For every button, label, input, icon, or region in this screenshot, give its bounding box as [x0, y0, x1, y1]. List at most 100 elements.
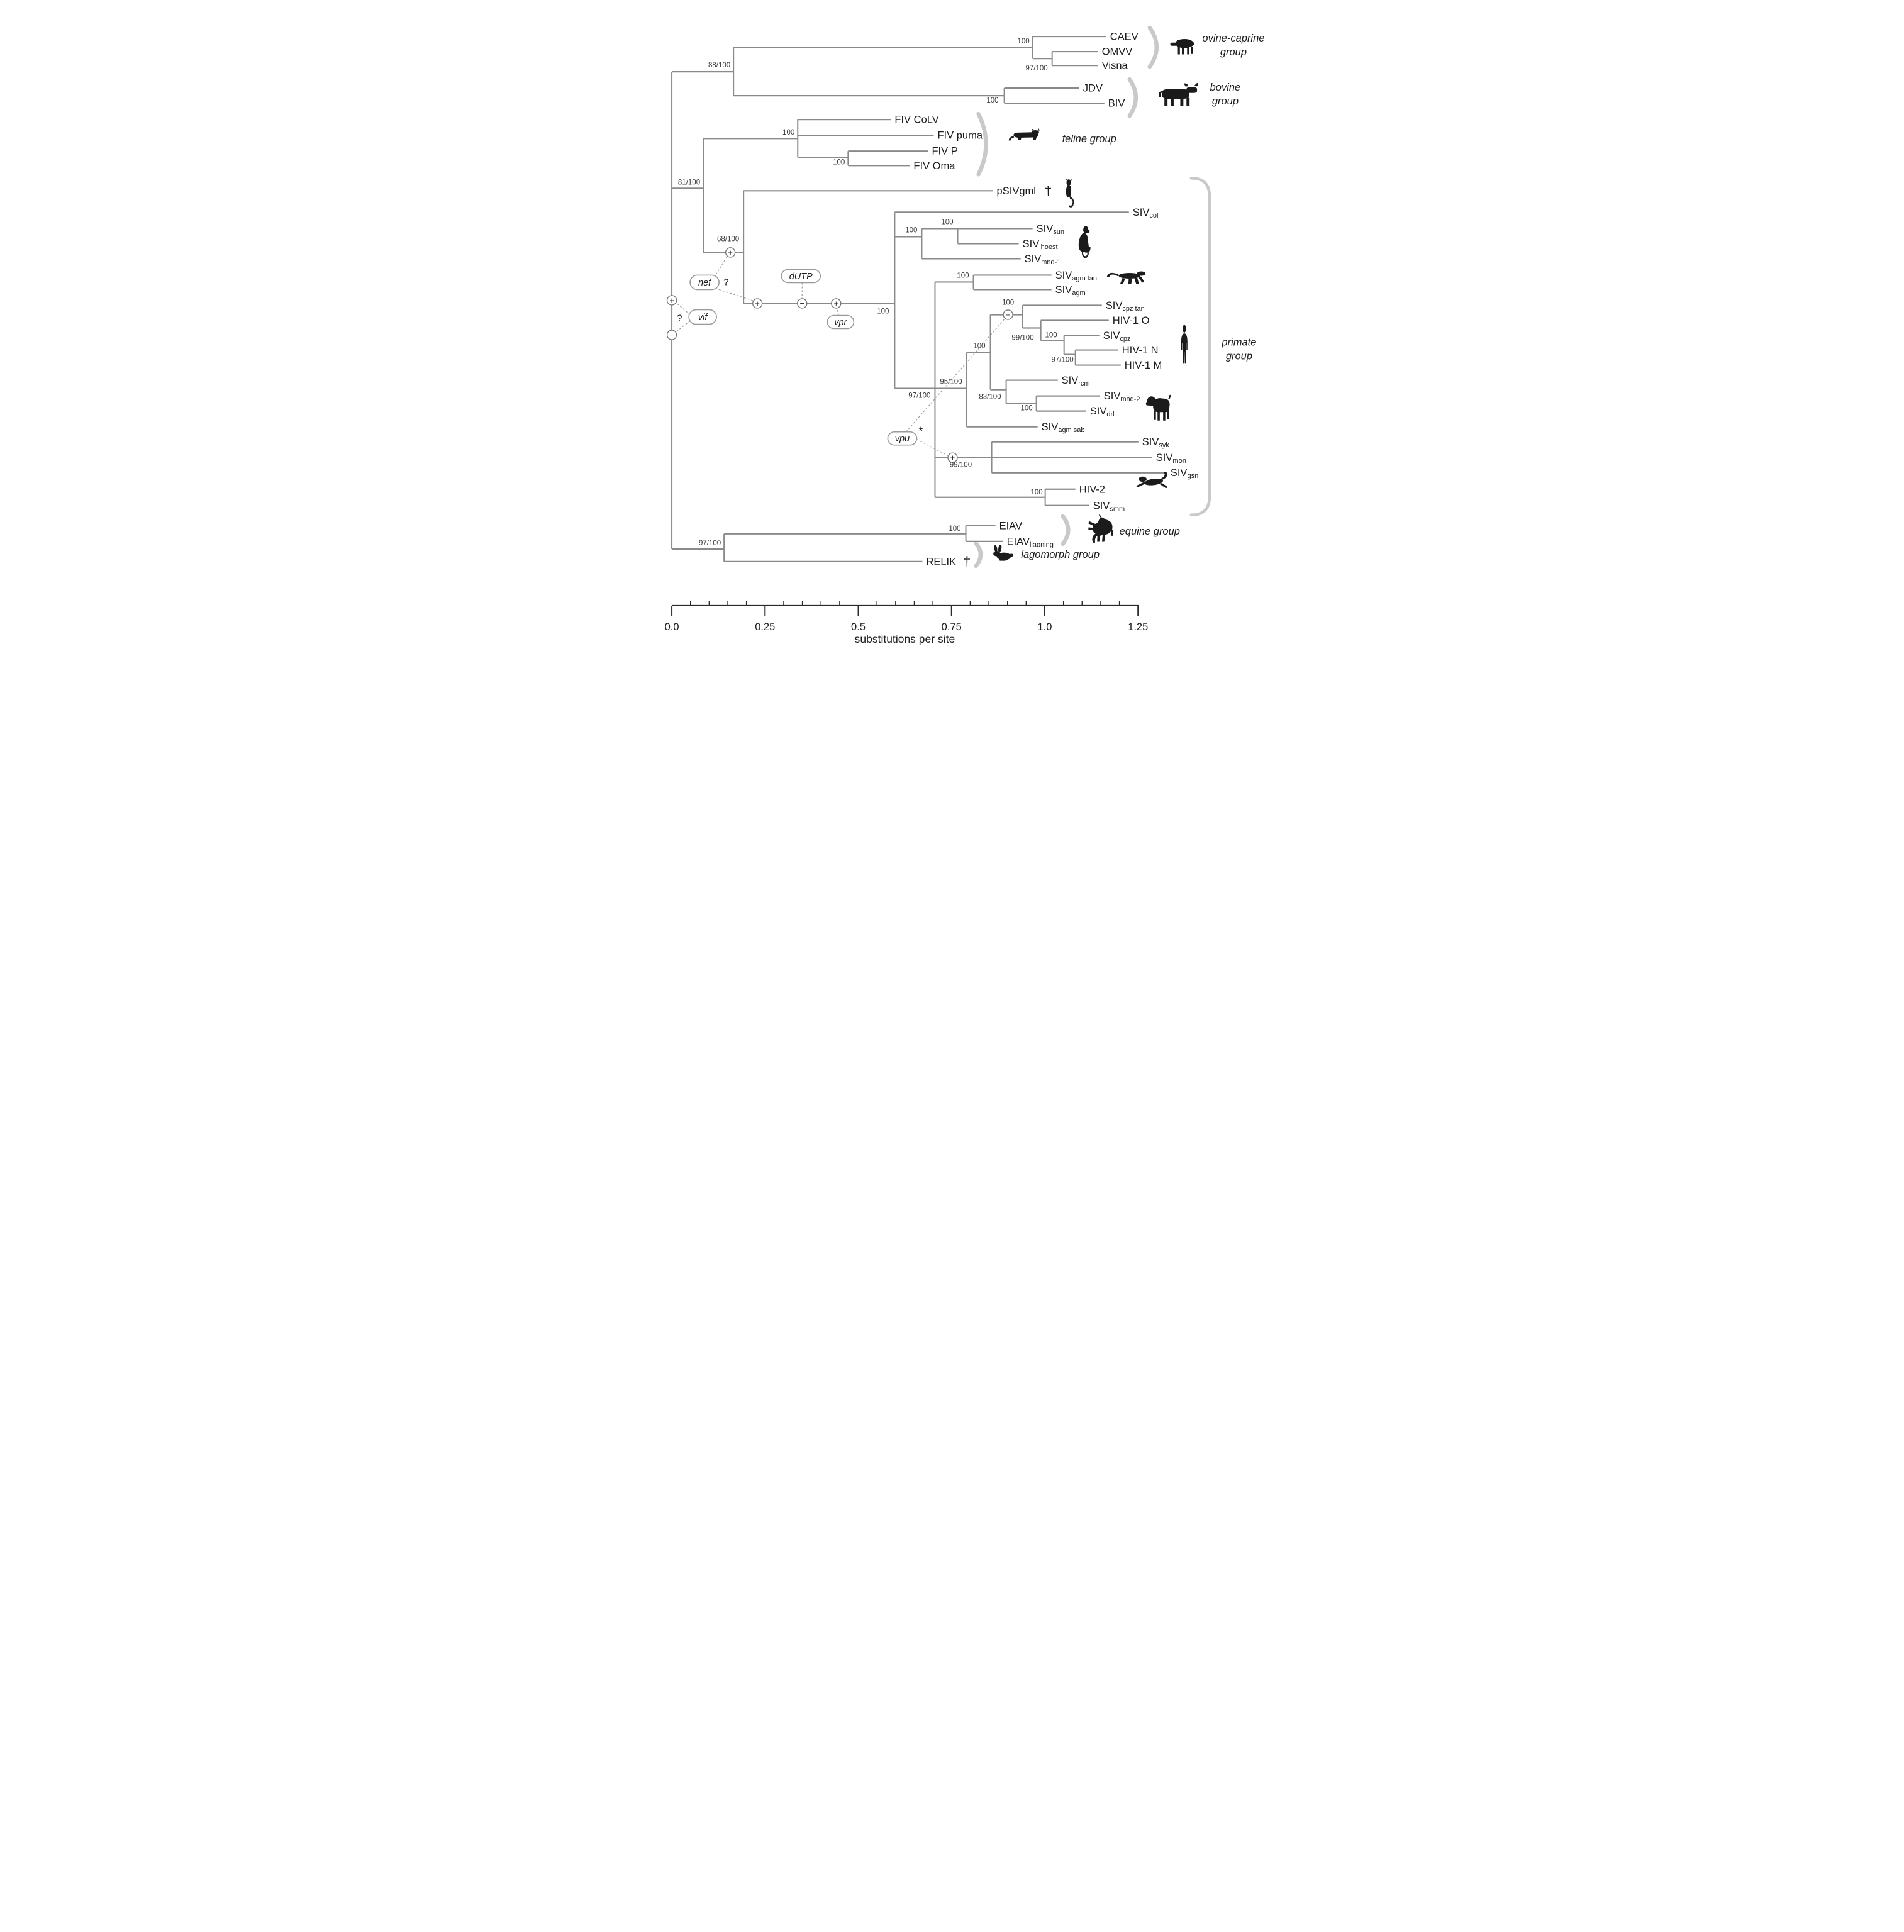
bootstrap-label-E2: 100	[949, 525, 960, 533]
taxon-label-sivrcm: SIVrcm	[1061, 375, 1089, 387]
bootstrap-label-P: 100	[973, 343, 985, 350]
vpu-asterisk: *	[918, 425, 923, 438]
group-bracket-bovine	[1127, 77, 1138, 118]
bootstrap-label-S: 99/100	[949, 462, 971, 469]
gene-node-sign: +	[1005, 310, 1010, 319]
taxon-label-relik: RELIK	[926, 556, 956, 567]
uncertainty-question-mark: ?	[677, 313, 682, 323]
bootstrap-label-L: 100	[905, 226, 917, 234]
gene-node-sign: −	[669, 330, 674, 340]
bootstrap-label-R2: 100	[1020, 405, 1032, 413]
gene-box-vpr	[827, 314, 854, 330]
axis-tick-label: 1.0	[1037, 621, 1052, 633]
gene-gain-node	[752, 298, 762, 309]
gene-box-nef	[689, 274, 720, 291]
group-bracket-feline	[976, 111, 988, 177]
taxon-label-sivgsn: SIVgsn	[1170, 467, 1198, 480]
group-bracket-equine	[1060, 514, 1070, 547]
taxon-label-caev: CAEV	[1110, 31, 1138, 43]
bootstrap-label-EL: 97/100	[698, 540, 720, 547]
gene-label-vpr: vpr	[834, 318, 847, 328]
cow-icon	[1158, 82, 1198, 106]
gene-event-connector	[676, 303, 690, 315]
bootstrap-label-H: 100	[833, 158, 845, 166]
taxon-label-eiav_liaoning: EIAVliaoning	[1006, 536, 1053, 548]
bootstrap-label-B: 100	[1017, 38, 1029, 45]
gene-node-sign: +	[669, 296, 674, 305]
gene-node-sign: +	[950, 453, 955, 462]
group-label-lagomorph: lagomorph group	[1021, 549, 1100, 560]
taxon-label-visna: Visna	[1101, 60, 1128, 72]
group-bracket-primate	[1189, 176, 1211, 517]
bootstrap-label-Q3: 100	[1045, 332, 1057, 340]
monkey-hanging-icon	[1135, 471, 1168, 489]
taxon-label-hiv1o: HIV-1 O	[1112, 315, 1149, 326]
taxon-label-fiv_oma: FIV Oma	[913, 160, 955, 172]
bootstrap-label-O: 95/100	[940, 379, 962, 386]
taxon-label-sivagmsab: SIVagm sab	[1041, 421, 1084, 434]
gene-node-sign: +	[833, 299, 838, 308]
taxon-label-sivsyk: SIVsyk	[1142, 436, 1169, 449]
lemur-icon	[1065, 179, 1074, 208]
gene-box-vpu	[887, 431, 917, 446]
gene-event-connector	[905, 318, 1006, 433]
taxon-label-sivsun: SIVsun	[1036, 223, 1064, 236]
bootstrap-label-J: 100	[877, 308, 889, 315]
axis-title: substitutions per site	[854, 633, 955, 645]
taxon-label-eiav: EIAV	[999, 520, 1022, 531]
group-bracket-ovine	[1147, 25, 1159, 69]
uncertainty-question-mark: ?	[723, 277, 728, 287]
gene-node-sign: −	[799, 299, 804, 308]
taxon-label-jdv: JDV	[1083, 83, 1102, 94]
axis-tick-label: 0.75	[941, 621, 961, 633]
taxon-label-biv: BIV	[1108, 98, 1125, 109]
bootstrap-label-Q1: 100	[1001, 299, 1013, 306]
gene-label-vif: vif	[698, 313, 708, 323]
axis-tick-label: 0.5	[851, 621, 866, 633]
tree-branches-layer	[671, 35, 1167, 562]
taxon-label-fiv_p: FIV P	[932, 146, 957, 157]
group-label-equine: equine group	[1119, 526, 1179, 537]
extinct-dagger: †	[963, 555, 971, 569]
taxon-label-omvv: OMVV	[1101, 47, 1132, 58]
horse-icon	[1088, 514, 1113, 543]
taxon-label-hiv1n: HIV-1 N	[1122, 345, 1158, 356]
monkey-sitting-icon	[1078, 226, 1091, 258]
bootstrap-label-K: 97/100	[908, 392, 930, 400]
taxon-label-psivgml: pSIVgml	[996, 186, 1035, 197]
bootstrap-label-G: 100	[782, 129, 794, 136]
gene-label-dutp: dUTP	[789, 272, 812, 282]
gene-gain-node	[1002, 309, 1013, 320]
taxon-label-sivcol: SIVcol	[1132, 207, 1158, 219]
gene-loss-node	[796, 298, 807, 309]
gene-box-dutp	[780, 269, 821, 284]
gene-loss-node	[666, 330, 677, 340]
gene-gain-node	[947, 452, 958, 463]
gene-gain-node	[666, 295, 677, 306]
group-label-feline: feline group	[1062, 133, 1116, 145]
taxon-label-sivmnd1: SIVmnd-1	[1024, 253, 1061, 266]
cat-icon	[1008, 128, 1040, 141]
taxon-label-sivagm: SIVagm	[1055, 284, 1085, 297]
taxon-label-hiv1m: HIV-1 M	[1124, 360, 1162, 371]
gene-event-connector	[916, 439, 949, 457]
bootstrap-label-R1: 83/100	[979, 394, 1001, 401]
bootstrap-label-A: 88/100	[708, 62, 730, 69]
taxon-label-fiv_colv: FIV CoLV	[894, 114, 938, 126]
gene-event-connector	[715, 287, 754, 302]
bootstrap-label-Q2: 99/100	[1011, 335, 1033, 342]
bootstrap-label-C: 97/100	[1025, 65, 1047, 72]
taxon-label-sivmnd2: SIVmnd-2	[1103, 391, 1140, 403]
bootstrap-label-T: 100	[1030, 489, 1042, 496]
gene-box-vif	[688, 309, 717, 325]
bootstrap-label-D: 100	[986, 97, 998, 104]
mandrill-icon	[1145, 394, 1171, 421]
axis-tick-label: 1.25	[1128, 621, 1148, 633]
